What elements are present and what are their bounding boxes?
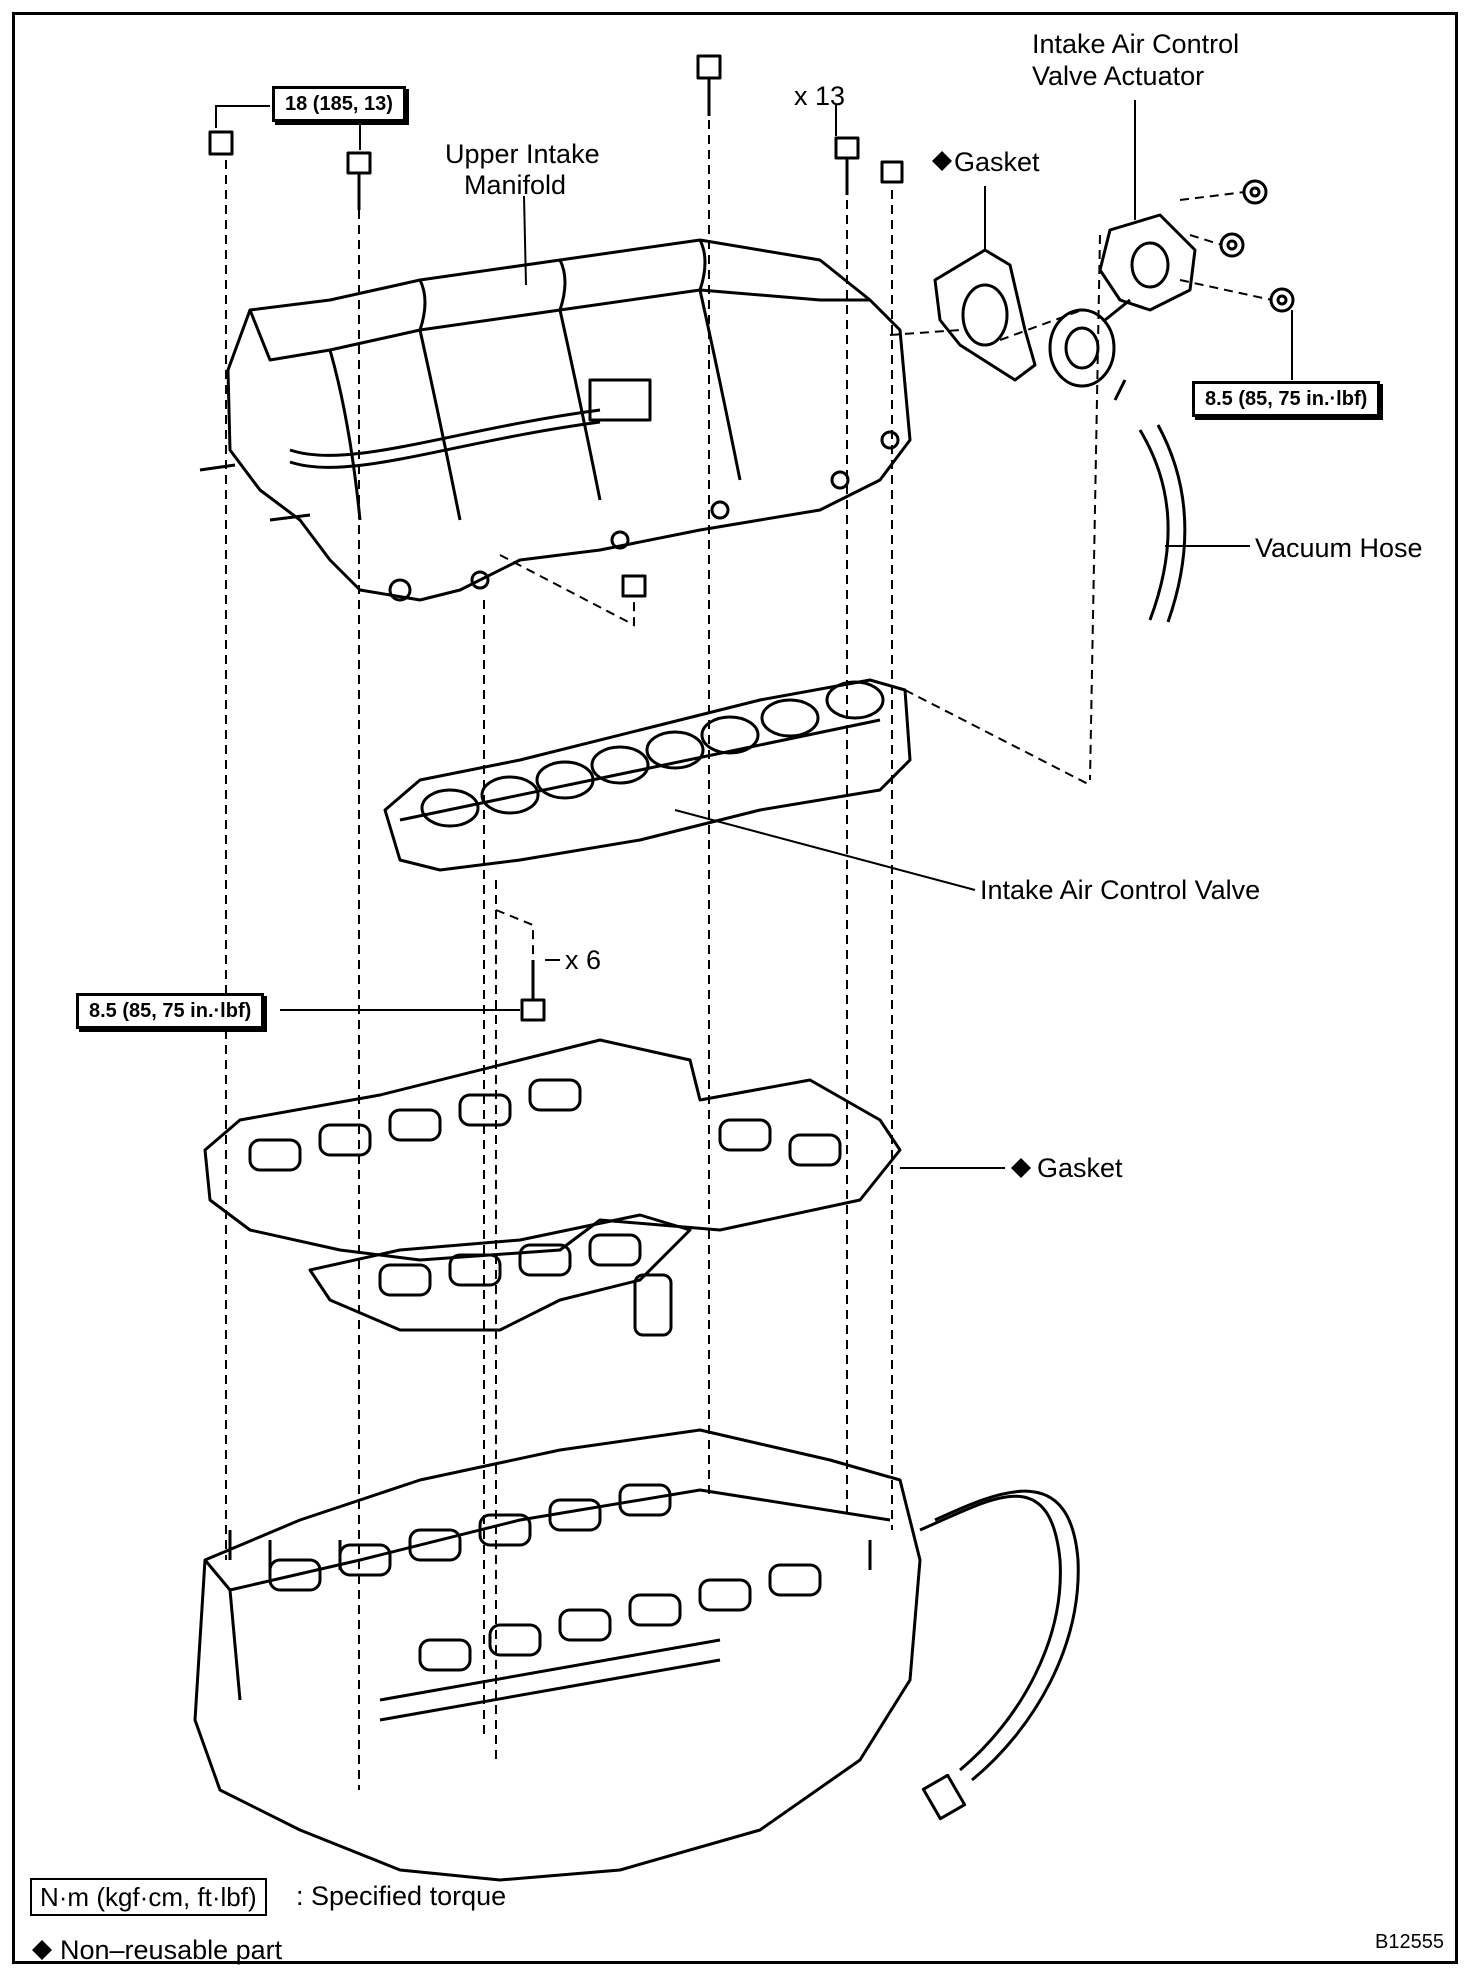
- actuator-gasket: [933, 248, 1037, 382]
- iacv-label: Intake Air Control Valve: [980, 875, 1261, 905]
- iacv-actuator: [1048, 213, 1197, 401]
- legend-torque-unit: N·m (kgf·cm, ft·lbf): [30, 1878, 267, 1916]
- figure-code: B12555: [1375, 1931, 1444, 1953]
- lower-gasket: [203, 1038, 902, 1332]
- upper-manifold-label-1: Upper Intake: [445, 139, 600, 169]
- diamond-icon-gasket-lower: [1011, 1158, 1031, 1178]
- upper-intake-manifold: [199, 238, 912, 602]
- nonreusable-diamonds: [32, 151, 1031, 1960]
- gasket-top-label: Gasket: [954, 147, 1040, 177]
- diagram-frame: [12, 12, 1458, 1964]
- vacuum-hose-label: Vacuum Hose: [1255, 533, 1423, 563]
- vacuum-hose-edge: [1156, 424, 1187, 623]
- alignment-lines: [225, 120, 1273, 1790]
- iacv-actuator-label-2: Valve Actuator: [1032, 61, 1205, 91]
- iacv-bolt: [520, 960, 546, 1022]
- lower-intake-manifold: [193, 1273, 1080, 1882]
- vacuum-hose: [1138, 429, 1170, 621]
- diamond-icon-gasket-top: [932, 151, 952, 171]
- intake-air-control-valve: [383, 678, 912, 872]
- legend-torque-desc: : Specified torque: [296, 1881, 507, 1911]
- torque-box-actuator: 8.5 (85, 75 in.·lbf): [1192, 381, 1381, 417]
- upper-bolts: [208, 54, 904, 598]
- gasket-lower-label: Gasket: [1037, 1153, 1123, 1183]
- diamond-icon-legend: [32, 1940, 52, 1960]
- leader-lines: [215, 100, 1293, 1169]
- torque-box-top-left: 18 (185, 13): [272, 86, 406, 122]
- x6-label: x 6: [565, 945, 602, 975]
- legend-nonreusable: Non–reusable part: [60, 1935, 283, 1965]
- upper-manifold-label-2: Manifold: [464, 170, 567, 200]
- x13-label: x 13: [794, 81, 846, 111]
- torque-box-iacv-bolts: 8.5 (85, 75 in.·lbf): [76, 993, 265, 1029]
- iacv-actuator-label-1: Intake Air Control: [1032, 29, 1240, 59]
